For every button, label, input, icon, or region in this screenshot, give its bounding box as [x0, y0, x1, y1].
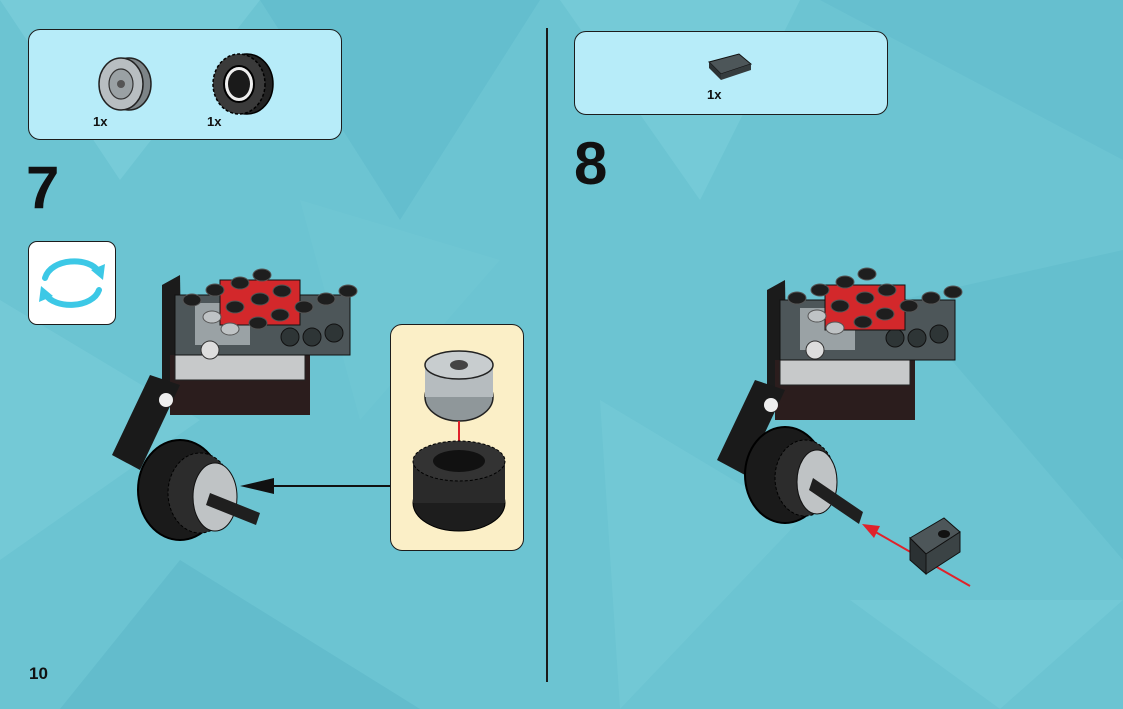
step7-model-assembly: [100, 245, 370, 545]
hub-into-tire-diagram: [411, 343, 506, 533]
page-number: 10: [29, 664, 48, 684]
bush-insert-diagram: [860, 512, 975, 592]
step8-parts-list: 1x: [574, 31, 888, 115]
step7-number: 7: [26, 158, 59, 218]
step8-model-assembly: [705, 250, 975, 550]
page-divider: [546, 28, 548, 682]
black-tire-icon: [205, 48, 277, 118]
rotate-model-icon: [37, 252, 107, 314]
step7-parts-list: 1x 1x: [28, 29, 342, 140]
dark-gray-bush-icon: [705, 50, 753, 84]
light-gray-hub-icon: [91, 50, 155, 114]
step7-part2-qty: 1x: [207, 114, 221, 129]
step8-part1-qty: 1x: [707, 87, 721, 102]
step7-sub-assembly-callout: [390, 324, 524, 551]
insert-arrow-black: [240, 476, 392, 496]
step8-number: 8: [574, 134, 607, 194]
step7-part1-qty: 1x: [93, 114, 107, 129]
